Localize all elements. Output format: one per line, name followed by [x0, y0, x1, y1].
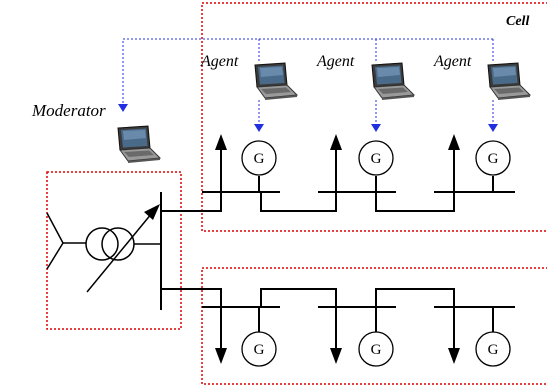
- cell-label: Cell: [506, 14, 529, 29]
- agent-3-laptop-icon: [487, 62, 531, 101]
- svg-text:G: G: [488, 342, 499, 358]
- svg-text:G: G: [254, 151, 265, 167]
- generator-symbol: G: [475, 331, 511, 367]
- agent-3-label: Agent: [433, 53, 472, 70]
- cell-boundary-top: [201, 2, 547, 232]
- svg-text:G: G: [371, 151, 382, 167]
- generator-symbol: G: [358, 140, 394, 176]
- moderator-laptop-icon: [117, 125, 161, 164]
- agent-2-laptop-icon: [371, 62, 415, 101]
- arrowhead-agent-2: [371, 124, 381, 132]
- arrowhead-moderator: [118, 104, 128, 112]
- communication-network: [118, 38, 498, 132]
- generator-symbol: G: [241, 331, 277, 367]
- arrowhead-agent-1: [254, 124, 264, 132]
- moderator-label: Moderator: [31, 101, 106, 120]
- transformer-symbol: [46, 204, 161, 293]
- svg-text:G: G: [254, 342, 265, 358]
- feeder-bottom: [161, 288, 222, 307]
- svg-text:G: G: [488, 151, 499, 167]
- agent-2-label: Agent: [316, 53, 355, 70]
- top-cell-network: [202, 134, 515, 212]
- bottom-cell-network: [202, 288, 515, 364]
- moderator-boundary: [46, 171, 182, 330]
- cell-boundary-bottom: [201, 267, 547, 385]
- agent-1-label: Agent: [200, 53, 239, 70]
- arrowhead-agent-3: [488, 124, 498, 132]
- agent-1-laptop-icon: [254, 62, 298, 101]
- generator-symbol: G: [358, 331, 394, 367]
- generator-symbol: G: [475, 140, 511, 176]
- generator-symbol: G: [241, 140, 277, 176]
- feeder-top: [161, 193, 222, 212]
- svg-text:G: G: [371, 342, 382, 358]
